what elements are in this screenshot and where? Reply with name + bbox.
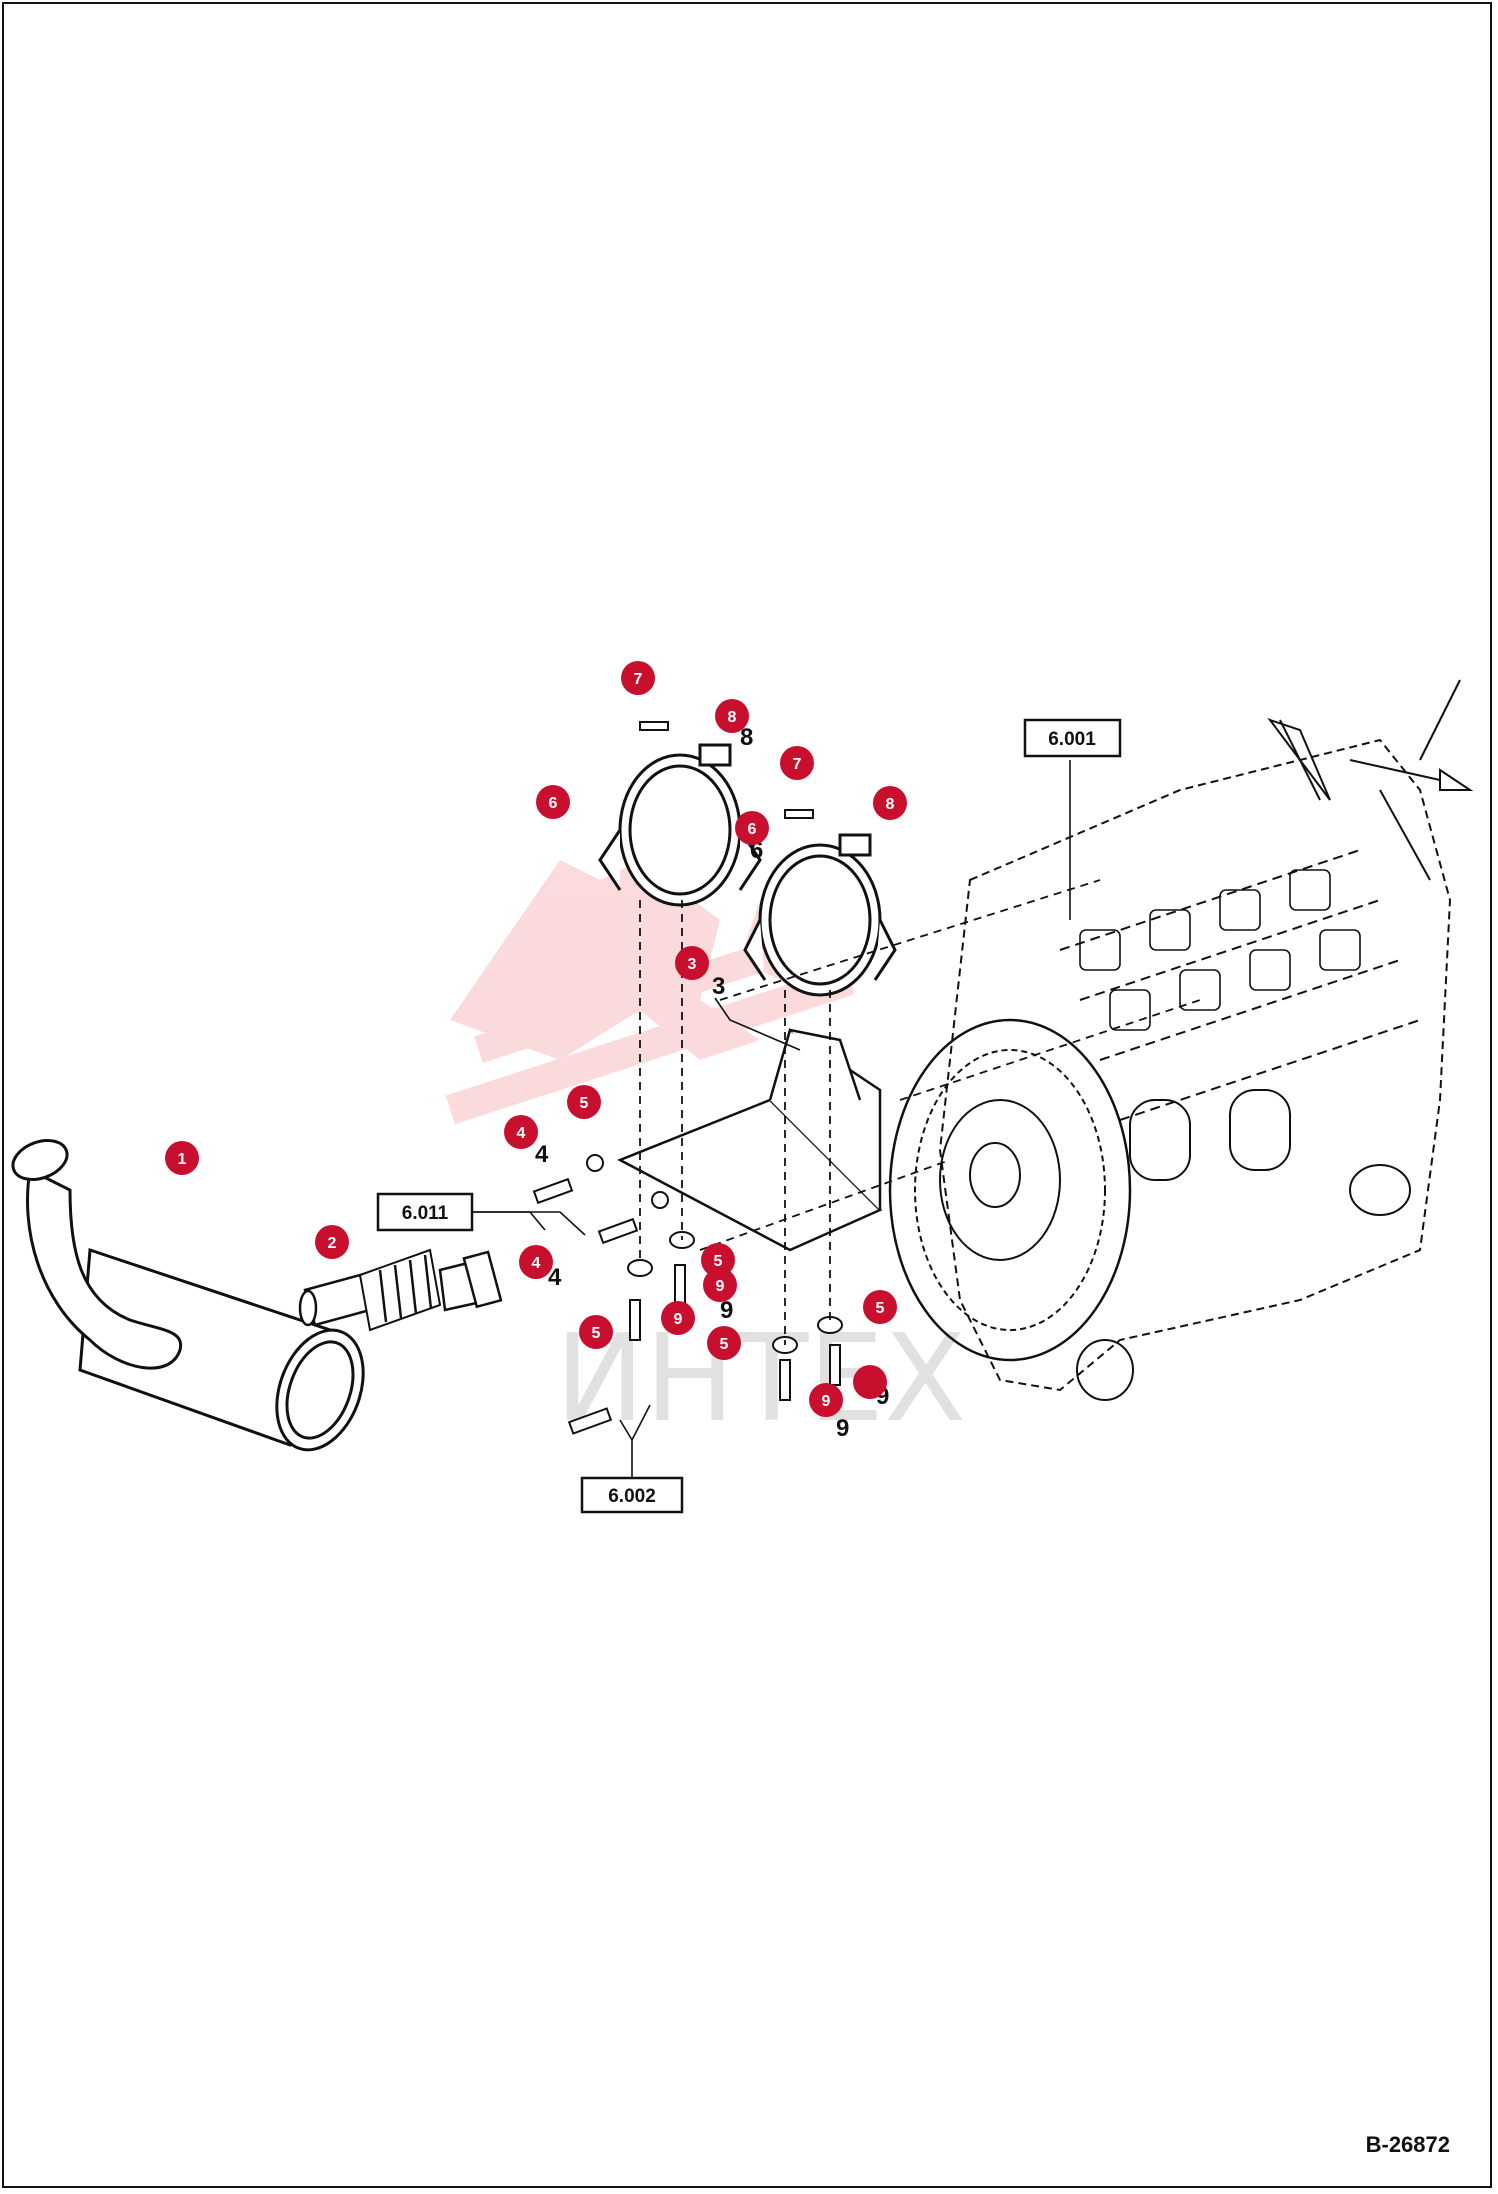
- callout-number: 1: [178, 1151, 187, 1168]
- item-number: 8: [740, 724, 753, 751]
- callout-3: 3: [675, 946, 709, 980]
- flex-pipe: [298, 1248, 503, 1332]
- callout-9: 9: [661, 1301, 695, 1335]
- plain-item-numbers: 3 4 4 8 6 9 9 9: [535, 724, 889, 1442]
- muffler: [11, 1139, 365, 1452]
- callout-number: 5: [592, 1325, 601, 1342]
- leader-lines: [472, 760, 1071, 1484]
- callout-number: 7: [634, 671, 643, 688]
- callout-number: 8: [886, 796, 895, 813]
- callout-2: 2: [315, 1225, 349, 1259]
- ref-label: 6.002: [608, 1486, 656, 1507]
- item-number: 9: [836, 1415, 849, 1442]
- ref-box-6-001: 6.001: [1023, 718, 1122, 758]
- callout-1: 1: [165, 1141, 199, 1175]
- watermark-text: ИНТЕХ: [555, 1310, 966, 1449]
- callout-5: 5: [707, 1326, 741, 1360]
- callout-number: 5: [714, 1253, 723, 1270]
- callout-7: 7: [780, 746, 814, 780]
- callout-number: 5: [720, 1336, 729, 1353]
- callout-4: 4: [504, 1115, 538, 1149]
- item-number: 4: [548, 1264, 562, 1291]
- callout-9: 9: [703, 1268, 737, 1302]
- callout-number: 5: [876, 1300, 885, 1317]
- callout-5: 5: [863, 1290, 897, 1324]
- callout-4: 4: [519, 1245, 553, 1279]
- drawing-number: B-26872: [1365, 2132, 1450, 2157]
- callout-number: 6: [748, 821, 757, 838]
- callout-5: 5: [701, 1243, 735, 1277]
- ref-label: 6.011: [402, 1203, 449, 1224]
- callout-6: 6: [536, 785, 570, 819]
- callout-number: 3: [688, 956, 697, 973]
- callout-number: 9: [716, 1278, 725, 1295]
- callout-number: 4: [532, 1255, 541, 1272]
- callout-number: 9: [822, 1393, 831, 1410]
- callout-6: 6: [735, 811, 769, 845]
- callouts: 1 2 3 4 4 5 5 5 5 5 6 6 7 7 8 8 9 9 9: [165, 661, 907, 1417]
- callout-number: 4: [517, 1125, 526, 1142]
- callout-number: 6: [549, 795, 558, 812]
- ref-box-6-011: 6.011: [376, 1192, 474, 1232]
- callout-5: 5: [567, 1085, 601, 1119]
- callout-number: 2: [328, 1235, 337, 1252]
- callout-number: 8: [728, 709, 737, 726]
- callout-9-extra: [853, 1365, 887, 1399]
- callout-9: 9: [809, 1383, 843, 1417]
- mounting-bracket: [617, 1028, 883, 1252]
- callout-8: 8: [715, 699, 749, 733]
- engine-assembly: [888, 679, 1474, 1401]
- ref-label: 6.001: [1048, 729, 1096, 750]
- item-number: 4: [535, 1141, 549, 1168]
- clamp-band: [598, 743, 897, 997]
- callout-number: 7: [793, 756, 802, 773]
- callout-7: 7: [621, 661, 655, 695]
- callout-8: 8: [873, 786, 907, 820]
- item-number: 3: [712, 973, 725, 1000]
- callout-5: 5: [579, 1315, 613, 1349]
- callout-number: 5: [580, 1095, 589, 1112]
- item-number: 9: [720, 1297, 733, 1324]
- callout-number: 9: [674, 1311, 683, 1328]
- ref-box-6-002: 6.002: [580, 1476, 684, 1514]
- fasteners: [532, 721, 843, 1435]
